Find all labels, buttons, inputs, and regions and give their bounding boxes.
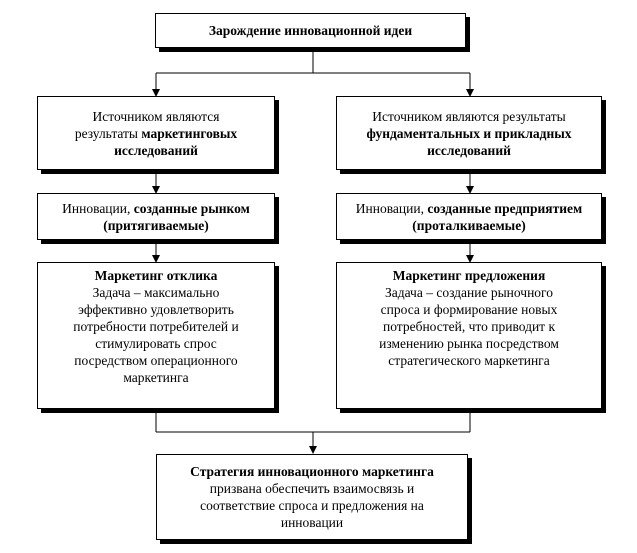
left-marketing-title: Маркетинг отклика (94, 268, 218, 283)
right-innovation-pre: Инновации, (355, 200, 428, 216)
left-source-pre: результаты (74, 125, 142, 141)
right-source-box: Источником являются результаты фундамент… (336, 96, 602, 170)
left-source-bold: маркетинговых исследований (114, 125, 238, 158)
left-marketing-line: Задача – максимально (92, 285, 220, 300)
bottom-strategy-line: инновации (280, 515, 344, 530)
right-marketing-box: Маркетинг предложения Задача – создание … (336, 262, 602, 409)
left-source-text: Источником являются результаты маркетинг… (44, 108, 268, 159)
left-marketing-line: стимулировать спрос (95, 336, 217, 351)
left-innovation-pre: Инновации, (62, 200, 134, 216)
root-box: Зарождение инновационной идеи (155, 13, 466, 48)
right-source-text: Источником являются результаты фундамент… (343, 108, 595, 159)
right-marketing-title: Маркетинг предложения (392, 268, 546, 283)
right-source-bold: фундаментальных и прикладных исследовани… (366, 125, 572, 158)
left-marketing-line: маркетинга (123, 370, 189, 385)
bottom-strategy-box: Стратегия инновационного маркетинга приз… (156, 454, 468, 540)
right-source-plain: Источником являются результаты (372, 108, 566, 124)
right-marketing-line: спроса и формирование новых (380, 302, 558, 317)
right-innovation-box: Инновации, созданные предприятием (прота… (336, 193, 602, 240)
bottom-strategy-line: соответствие спроса и предложения на (200, 498, 424, 513)
left-marketing-line: эффективно удовлетворить (78, 302, 234, 317)
left-source-box: Источником являются результаты маркетинг… (37, 96, 275, 170)
left-marketing-box: Маркетинг отклика Задача – максимально э… (37, 262, 275, 409)
right-marketing-line: изменению рынка посредством (379, 336, 559, 351)
left-marketing-line: потребности потребителей и (73, 319, 239, 334)
right-innovation-text: Инновации, созданные предприятием (прота… (343, 200, 595, 234)
right-innovation-bold: созданные предприятием (проталкиваемые) (412, 200, 583, 233)
left-marketing-line: посредством операционного (74, 353, 238, 368)
left-source-plain: Источником являются (92, 108, 220, 124)
left-innovation-bold: созданные рынком (притягиваемые) (103, 200, 250, 233)
right-marketing-line: стратегического маркетинга (388, 353, 550, 368)
root-title: Зарождение инновационной идеи (208, 23, 413, 38)
bottom-strategy-title: Стратегия инновационного маркетинга (190, 464, 434, 479)
left-innovation-text: Инновации, созданные рынком (притягиваем… (44, 200, 268, 234)
bottom-strategy-line: призвана обеспечить взаимосвязь и (209, 481, 415, 496)
right-marketing-line: потребностей, что приводит к (382, 319, 556, 334)
left-innovation-box: Инновации, созданные рынком (притягиваем… (37, 193, 275, 240)
right-marketing-line: Задача – создание рыночного (384, 285, 554, 300)
